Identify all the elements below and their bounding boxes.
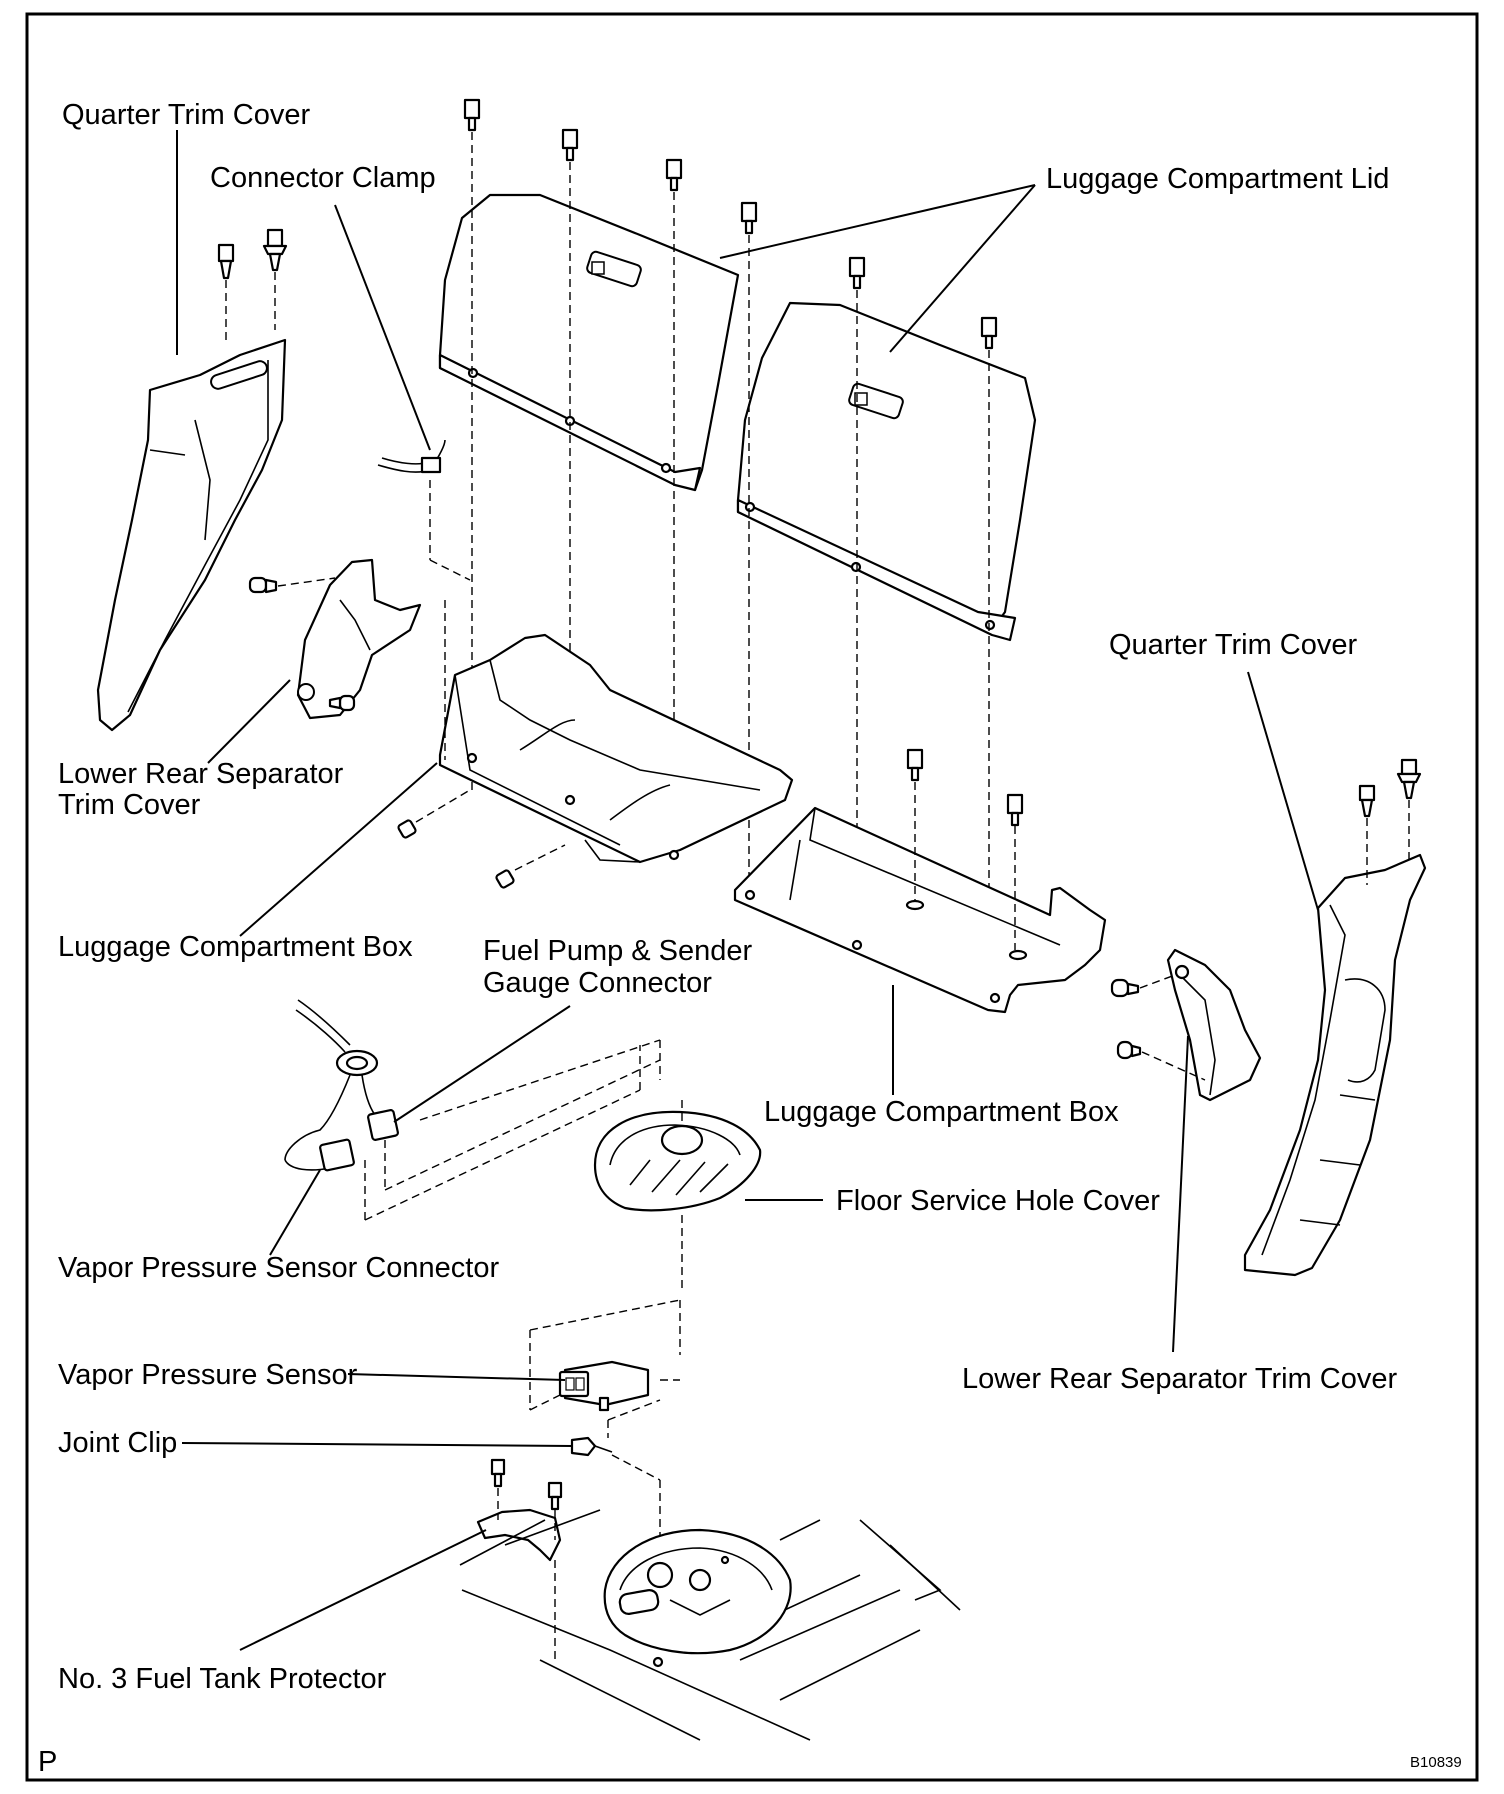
label-lower-rear-separator-right: Lower Rear Separator Trim Cover (962, 1363, 1397, 1395)
label-quarter-trim-cover-right: Quarter Trim Cover (1109, 629, 1357, 661)
luggage-compartment-box-left (397, 600, 794, 889)
figure-id: B10839 (1410, 1754, 1462, 1771)
label-lower-rear-separator-left-line2: Trim Cover (58, 789, 201, 821)
wire-harness (284, 999, 661, 1221)
label-connector-clamp: Connector Clamp (210, 162, 436, 194)
clip-fasteners-left-trim (217, 228, 288, 345)
label-fuel-pump-line1: Fuel Pump & Sender (483, 935, 753, 967)
luggage-compartment-lid-left (438, 193, 740, 492)
label-fuel-tank-protector: No. 3 Fuel Tank Protector (58, 1663, 387, 1695)
luggage-compartment-box-right (733, 748, 1107, 1014)
corner-code: P (38, 1746, 57, 1778)
fuel-tank-protector (476, 1458, 563, 1660)
quarter-trim-cover-left (96, 338, 287, 732)
label-luggage-compartment-box-left: Luggage Compartment Box (58, 931, 413, 963)
label-vapor-pressure-sensor: Vapor Pressure Sensor (58, 1359, 358, 1391)
label-luggage-compartment-box-right: Luggage Compartment Box (764, 1096, 1119, 1128)
fuel-tank-floor (459, 1509, 961, 1741)
label-quarter-trim-cover-left: Quarter Trim Cover (62, 99, 310, 131)
label-joint-clip: Joint Clip (58, 1427, 177, 1459)
diagram-frame (25, 12, 1479, 1782)
joint-clip (570, 1399, 661, 1560)
callout-labels: Quarter Trim Cover Connector Clamp Lugga… (38, 99, 1462, 1778)
quarter-trim-cover-right (1243, 758, 1427, 1277)
floor-service-hole-cover (593, 1100, 762, 1290)
label-luggage-compartment-lid: Luggage Compartment Lid (1046, 163, 1389, 195)
label-fuel-pump-line2: Gauge Connector (483, 967, 712, 999)
label-floor-service-hole-cover: Floor Service Hole Cover (836, 1185, 1160, 1217)
lower-rear-separator-right (1110, 948, 1262, 1102)
label-vapor-pressure-sensor-connector: Vapor Pressure Sensor Connector (58, 1252, 499, 1284)
leader-lines (176, 130, 1319, 1651)
label-lower-rear-separator-left-line1: Lower Rear Separator (58, 758, 344, 790)
luggage-compartment-lid-right (736, 301, 1037, 642)
connector-clamp (377, 439, 471, 581)
vapor-pressure-sensor (529, 1299, 681, 1412)
lower-rear-separator-left (248, 558, 422, 720)
